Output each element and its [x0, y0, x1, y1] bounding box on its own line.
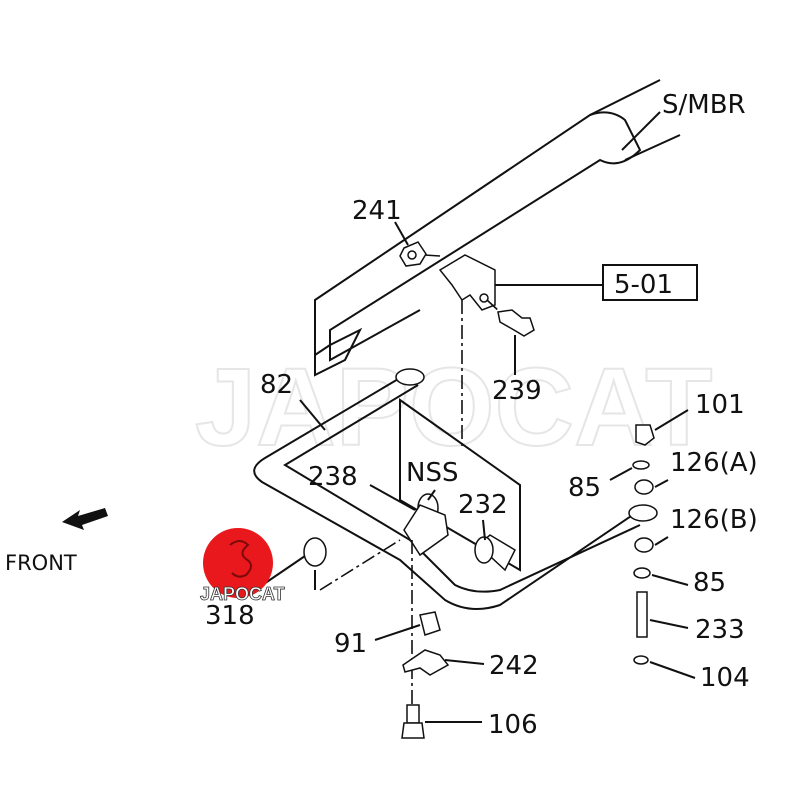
label-104: 104	[700, 663, 750, 693]
bracket-icon	[438, 254, 496, 311]
label-front: FRONT	[5, 551, 77, 575]
japocat-logo: JAPOCAT	[200, 528, 285, 604]
front-arrow-icon	[62, 508, 108, 530]
bolt-239-icon	[497, 309, 535, 337]
hardware-stack	[632, 424, 655, 665]
side-member-frame	[314, 79, 681, 377]
label-s-mbr: S/MBR	[662, 90, 746, 120]
reference-box-5-01	[602, 264, 698, 301]
label-233: 233	[695, 615, 745, 645]
bushing-238-icon	[403, 493, 449, 557]
bushing-232-icon	[474, 534, 516, 572]
label-318: 318	[205, 601, 255, 631]
label-91: 91	[334, 629, 367, 659]
bolt-106-icon	[401, 704, 425, 739]
label-126a: 126(A)	[670, 448, 758, 478]
label-242: 242	[489, 651, 539, 681]
leader-lines	[254, 111, 696, 723]
label-232: 232	[458, 490, 508, 520]
label-238: 238	[308, 462, 358, 492]
label-239: 239	[492, 376, 542, 406]
label-nss: NSS	[406, 458, 458, 488]
label-126b: 126(B)	[670, 505, 758, 535]
label-101: 101	[695, 390, 745, 420]
label-106: 106	[488, 710, 538, 740]
nut-241-icon	[399, 241, 427, 267]
label-241: 241	[352, 196, 402, 226]
clamp-242-icon	[402, 649, 450, 676]
label-85-lower: 85	[693, 568, 726, 598]
label-82: 82	[260, 370, 293, 400]
mount-plate	[399, 398, 521, 572]
bushing-91-icon	[419, 611, 441, 636]
watermark: JAPOCAT	[195, 346, 712, 469]
label-85-upper: 85	[568, 473, 601, 503]
logo-text: JAPOCAT	[200, 584, 285, 604]
label-5-01: 5-01	[614, 270, 673, 300]
nut-318-icon	[303, 537, 327, 567]
stabilizer-bar	[253, 368, 658, 610]
